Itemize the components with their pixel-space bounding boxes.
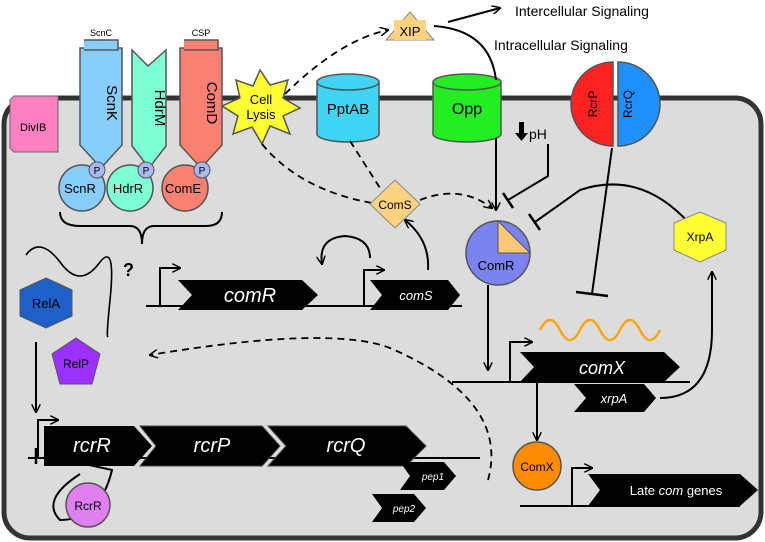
- rela-wavy-line: [25, 246, 113, 338]
- xrpa-inhibit-bar: [527, 213, 542, 231]
- gene-comr: comR: [178, 280, 318, 310]
- comx-label: ComX: [520, 460, 553, 474]
- intercellular-arrow: [447, 8, 500, 23]
- come-protein: P ComE: [161, 161, 211, 212]
- hdrm-receptor: HdrM: [131, 48, 168, 170]
- gene-pep1: pep1: [400, 462, 456, 490]
- gene-comr-label: comR: [224, 285, 276, 307]
- come-label: ComE: [165, 181, 201, 196]
- gene-coms-label: comS: [399, 288, 433, 303]
- hdrm-label: HdrM: [151, 90, 168, 127]
- xip-peptide: XIP: [384, 11, 436, 41]
- coms-to-comr-dashed: [419, 192, 492, 208]
- phospho-come: P: [199, 166, 206, 177]
- comx-protein: ComX: [512, 441, 562, 491]
- xrpa-gene-to-xrpa-arrow: [659, 272, 712, 399]
- intercellular-signaling-label: Intercellular Signaling: [515, 3, 649, 19]
- cell-body: [1, 95, 764, 541]
- scnr-label: ScnR: [64, 181, 96, 196]
- rela-label: RelA: [32, 296, 61, 311]
- intracellular-signaling-label: Intracellular Signaling: [494, 37, 628, 53]
- pep-to-relp-dashed: [150, 337, 493, 481]
- gene-pep2: pep2: [372, 494, 426, 522]
- rcr-mrna-squiggle: [538, 318, 662, 342]
- gene-rcrp: rcrP: [138, 425, 281, 467]
- regulator-brace: [59, 211, 223, 245]
- divib-label: DivIB: [20, 122, 46, 134]
- pptab-label: PptAB: [327, 101, 370, 118]
- late-genes-promoter: [571, 468, 592, 506]
- rcrr-label: RcrR: [74, 499, 102, 513]
- lysis-to-coms-dashed: [261, 143, 373, 204]
- coms-gene-to-coms-arrow: [405, 220, 430, 271]
- gene-pep1-label: pep1: [421, 472, 444, 483]
- scnk-label: ScnK: [103, 85, 120, 121]
- pptab-to-coms-dashed: [349, 140, 381, 189]
- rcrq-inhibit-bar: [575, 290, 609, 298]
- comr-promoter: [159, 268, 180, 306]
- opp-transporter: Opp: [432, 73, 502, 143]
- comx-promoter: [509, 342, 532, 382]
- hdrr-label: HdrR: [113, 181, 143, 196]
- rcrpq-transporter: RcrP RcrQ: [570, 61, 661, 147]
- xrpa-protein: XrpA: [673, 211, 727, 263]
- gene-xrpa: xrpA: [574, 384, 656, 412]
- gene-rcrr: rcrR: [44, 426, 152, 466]
- gene-late-com-label: Late com genes: [630, 483, 723, 498]
- phospho-hdrr: P: [143, 166, 150, 177]
- ph-label: pH: [529, 126, 547, 142]
- unknown-link-mark: ?: [123, 260, 134, 280]
- hdrr-protein: P HdrR: [106, 161, 155, 212]
- gene-rcrq-label: rcrQ: [327, 435, 366, 457]
- gene-comx: comX: [520, 352, 680, 382]
- gene-comx-label: comX: [579, 358, 626, 378]
- comr-autoloop-arrow: [321, 234, 371, 264]
- ph-inhibit-line: [507, 144, 549, 201]
- cell-lysis-star: Cell Lysis: [220, 68, 302, 146]
- xip-label: XIP: [400, 24, 421, 39]
- rcrr-inhibit-line: [47, 455, 114, 522]
- rcrq-inhibit-line: [591, 147, 613, 295]
- gene-late-com: Late com genes: [588, 474, 758, 506]
- ph-inhibit-bar: [501, 192, 515, 209]
- rcr-promoter: [37, 420, 58, 458]
- scnc-label: ScnC: [90, 28, 113, 38]
- ph-indicator: pH: [515, 122, 547, 142]
- rcrp-label: RcrP: [586, 91, 600, 118]
- cell-lysis-label-1: Cell: [250, 92, 273, 107]
- scnr-protein: P ScnR: [58, 161, 106, 212]
- scnk-receptor: ScnC ScnK: [79, 28, 123, 170]
- rcrr-protein: RcrR: [65, 482, 111, 528]
- gene-coms: comS: [370, 280, 460, 310]
- gene-rcrr-label: rcrR: [73, 435, 111, 457]
- xip-intracellular-arrow: [433, 25, 497, 81]
- gene-rcrq: rcrQ: [266, 425, 427, 467]
- gene-rcrp-label: rcrP: [194, 435, 231, 457]
- csp-label: CSP: [192, 28, 211, 38]
- comr-protein: ComR: [465, 219, 532, 286]
- opp-label: Opp: [452, 101, 482, 118]
- rcrq-label: RcrQ: [621, 90, 635, 118]
- coms-promoter: [363, 270, 384, 306]
- divib-protein: DivIB: [9, 95, 59, 153]
- lysis-to-xip-dashed: [284, 30, 388, 95]
- comd-label: ComD: [203, 82, 220, 125]
- coms-peptide: ComS: [369, 179, 421, 229]
- gene-pep2-label: pep2: [392, 504, 416, 515]
- comd-receptor: CSP ComD: [179, 28, 223, 170]
- pptab-transporter: PptAB: [316, 73, 380, 143]
- gene-xrpa-label: xrpA: [600, 391, 628, 406]
- comr-label: ComR: [478, 258, 515, 273]
- xrpa-inhibit-line: [534, 183, 689, 223]
- phospho-scnr: P: [94, 166, 101, 177]
- rela-protein: RelA: [19, 277, 73, 329]
- cell-lysis-label-2: Lysis: [246, 107, 276, 122]
- relp-protein: RelP: [51, 337, 101, 385]
- coms-label: ComS: [378, 198, 411, 212]
- xrpa-label: XrpA: [687, 230, 714, 244]
- relp-label: RelP: [63, 357, 89, 371]
